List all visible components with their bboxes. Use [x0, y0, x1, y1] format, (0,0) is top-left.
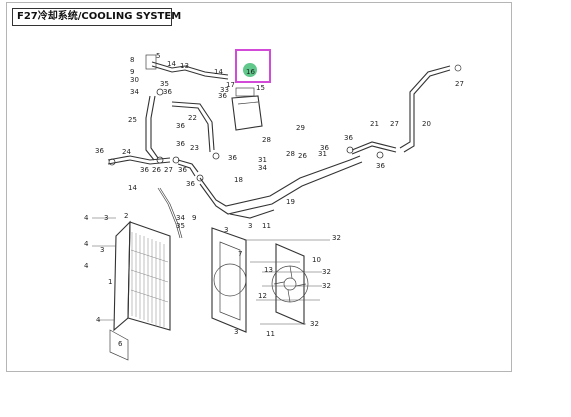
callout-3: 3 — [104, 214, 108, 222]
callout-33: 33 — [220, 86, 229, 94]
callout-34b: 34 — [258, 164, 267, 172]
hose-21 — [351, 141, 397, 155]
callout-14: 14 — [167, 60, 176, 68]
hose-25 — [145, 95, 159, 161]
callout-5: 5 — [156, 52, 160, 60]
callout-26b: 26 — [298, 152, 307, 160]
callout-35: 35 — [160, 80, 169, 88]
callout-35b: 35 — [176, 222, 185, 230]
callout-36d: 36 — [176, 140, 185, 148]
callout-4: 4 — [84, 214, 89, 222]
callout-3c: 3 — [224, 226, 228, 234]
callout-36h: 36 — [228, 154, 237, 162]
bolt-leaders — [92, 217, 330, 325]
callout-20: 20 — [422, 120, 431, 128]
breather-tube — [157, 187, 183, 239]
callout-19: 19 — [286, 198, 295, 206]
callout-23: 23 — [190, 144, 199, 152]
fan-shroud — [211, 227, 247, 333]
callout-27b: 27 — [390, 120, 399, 128]
callout-28: 28 — [262, 136, 271, 144]
callout-12: 12 — [258, 292, 267, 300]
callout-4b: 4 — [84, 240, 89, 248]
callout-27c: 27 — [455, 80, 464, 88]
hose-clamps — [108, 88, 384, 182]
callout-36k: 36 — [344, 134, 353, 142]
hose-22 — [171, 101, 215, 153]
callout-11: 11 — [262, 222, 271, 230]
callout-36c: 36 — [176, 122, 185, 130]
callout-3d: 3 — [248, 222, 252, 230]
callout-36: 36 — [163, 88, 172, 96]
radiator — [109, 220, 171, 361]
callout-15: 15 — [256, 84, 265, 92]
callout-14c: 14 — [128, 184, 137, 192]
callout-32: 32 — [332, 234, 341, 242]
callout-36j: 36 — [320, 144, 329, 152]
callout-25: 25 — [128, 116, 137, 124]
callout-31: 31 — [258, 156, 267, 164]
highlight-frame — [235, 49, 271, 83]
cooling-fan — [271, 243, 309, 325]
callout-2: 2 — [124, 212, 128, 220]
callout-9: 9 — [130, 68, 134, 76]
callout-21: 21 — [370, 120, 379, 128]
callout-28b: 28 — [286, 150, 295, 158]
callout-34: 34 — [130, 88, 139, 96]
callout-13b: 13 — [264, 266, 273, 274]
callout-11b: 11 — [266, 330, 275, 338]
callout-4d: 4 — [96, 316, 101, 324]
overflow-hose — [145, 54, 229, 80]
callout-24: 24 — [122, 148, 131, 156]
callout-4c: 4 — [84, 262, 89, 270]
callout-1: 1 — [108, 278, 112, 286]
hose-20 — [399, 64, 462, 153]
callout-7: 7 — [238, 250, 242, 258]
callout-17: 17 — [226, 81, 235, 89]
callout-18: 18 — [234, 176, 243, 184]
callout-3b: 3 — [100, 246, 104, 254]
callout-29: 29 — [296, 124, 305, 132]
callout-8: 8 — [130, 56, 134, 64]
callout-labels: 8 9 30 34 5 35 14 13 14 36 36 17 33 15 2… — [84, 52, 464, 348]
callout-32d: 32 — [310, 320, 319, 328]
coolant-reservoir — [231, 87, 263, 131]
highlighted-part[interactable]: 16 — [235, 49, 271, 83]
highlight-marker — [243, 63, 257, 77]
callout-36b: 36 — [218, 92, 227, 100]
callout-3e: 3 — [234, 328, 238, 336]
callout-22: 22 — [188, 114, 197, 122]
callout-30: 30 — [130, 76, 139, 84]
callout-36e: 36 — [95, 147, 104, 155]
callout-31b: 31 — [318, 150, 327, 158]
callout-34c: 34 — [176, 214, 185, 222]
callout-36i: 36 — [186, 180, 195, 188]
callout-13: 13 — [180, 62, 189, 70]
callout-9b: 9 — [192, 214, 196, 222]
callout-36f: 36 — [140, 166, 149, 174]
callout-26: 26 — [152, 166, 161, 174]
callout-14b: 14 — [214, 68, 223, 76]
callout-36l: 36 — [376, 162, 385, 170]
callout-27: 27 — [164, 166, 173, 174]
hose-18-19 — [199, 155, 363, 219]
callout-32b: 32 — [322, 268, 331, 276]
callout-10: 10 — [312, 256, 321, 264]
diagram-title: F27冷却系统/COOLING SYSTEM — [12, 8, 181, 26]
callout-6: 6 — [118, 340, 123, 348]
highlight-label: 16 — [246, 68, 255, 76]
callout-36g: 36 — [178, 166, 187, 174]
diagram-sheet — [6, 2, 512, 372]
callout-32c: 32 — [322, 282, 331, 290]
